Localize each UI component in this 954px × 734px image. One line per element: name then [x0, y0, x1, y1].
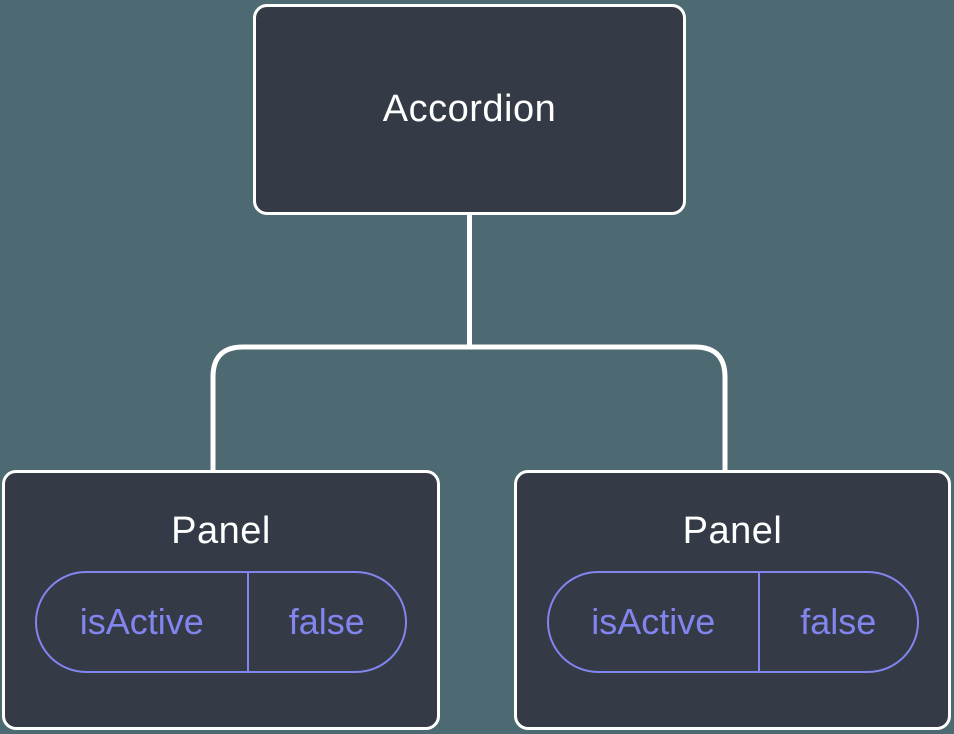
state-pill: isActive false — [35, 571, 407, 674]
panel-node-label: Panel — [682, 510, 783, 552]
accordion-node-label: Accordion — [382, 88, 557, 130]
state-value: false — [288, 601, 365, 643]
panel-node-right: Panel isActive false — [514, 470, 951, 730]
panel-node-left: Panel isActive false — [2, 470, 440, 730]
state-value: false — [800, 601, 877, 643]
accordion-node: Accordion — [253, 4, 686, 215]
state-name: isActive — [37, 573, 249, 672]
state-pill: isActive false — [546, 571, 919, 674]
connector-rail — [210, 344, 728, 470]
panel-node-label: Panel — [171, 510, 271, 552]
state-name: isActive — [549, 573, 761, 672]
